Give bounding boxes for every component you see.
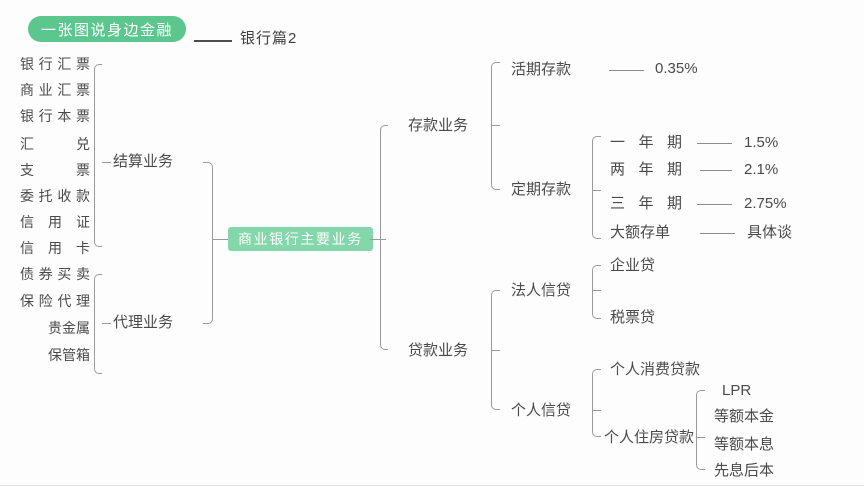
agency-item-2: 贵金属 bbox=[48, 320, 90, 336]
loan-branch-label: 贷款业务 bbox=[408, 342, 469, 359]
left-group-stub bbox=[213, 239, 228, 240]
left-group-bracket bbox=[203, 162, 213, 324]
center-node: 商业银行主要业务 bbox=[228, 227, 373, 251]
corporate-item-1: 税票贷 bbox=[610, 309, 656, 326]
personal-credit-stub bbox=[592, 410, 601, 411]
corporate-credit-items-bracket bbox=[592, 265, 601, 319]
time-term-2-rate: 2.75% bbox=[744, 195, 787, 212]
settlement-item-6: 信用证 bbox=[20, 214, 90, 230]
mortgage-item-1: 等额本金 bbox=[714, 408, 775, 425]
time-term-2-connector bbox=[697, 204, 732, 205]
time-term-3-rate: 具体谈 bbox=[747, 224, 793, 241]
agency-stub bbox=[102, 323, 111, 324]
time-term-1-rate: 2.1% bbox=[744, 161, 779, 178]
personal-consumer-loan-label: 个人消费贷款 bbox=[610, 361, 701, 378]
loan-stub bbox=[491, 350, 500, 351]
time-term-2-label: 三年期 bbox=[610, 195, 682, 212]
mortgage-item-0: LPR bbox=[722, 382, 752, 399]
loan-children-bracket bbox=[491, 290, 500, 410]
time-term-3-connector bbox=[700, 233, 735, 234]
mortgage-item-3: 先息后本 bbox=[714, 462, 775, 479]
center-right-bracket bbox=[380, 125, 388, 350]
demand-deposit-connector bbox=[609, 70, 644, 71]
settlement-stub bbox=[102, 162, 111, 163]
demand-deposit-rate: 0.35% bbox=[655, 60, 698, 77]
title-badge: 一张图说身边金融 bbox=[28, 16, 187, 42]
settlement-branch-label: 结算业务 bbox=[113, 153, 174, 170]
mortgage-items-bracket bbox=[696, 390, 705, 470]
settlement-item-4: 支票 bbox=[20, 162, 90, 178]
time-deposit-terms-bracket bbox=[592, 136, 601, 239]
agency-items-bracket bbox=[94, 274, 102, 374]
settlement-item-0: 银行汇票 bbox=[20, 56, 90, 72]
mortgage-item-2: 等额本息 bbox=[714, 436, 775, 453]
title-dash-icon bbox=[194, 40, 232, 42]
corporate-item-0: 企业贷 bbox=[610, 257, 656, 274]
personal-credit-label: 个人信贷 bbox=[511, 402, 572, 419]
settlement-item-1: 商业汇票 bbox=[20, 82, 90, 98]
title-subtitle: 银行篇2 bbox=[240, 30, 298, 47]
agency-item-3: 保管箱 bbox=[48, 347, 90, 363]
mortgage-stub bbox=[696, 437, 705, 438]
time-term-0-label: 一年期 bbox=[610, 134, 682, 151]
deposit-stub bbox=[491, 125, 500, 126]
settlement-item-2: 银行本票 bbox=[20, 108, 90, 124]
settlement-items-bracket bbox=[94, 64, 102, 247]
demand-deposit-label: 活期存款 bbox=[511, 61, 572, 78]
corporate-credit-stub bbox=[592, 290, 601, 291]
time-term-0-connector bbox=[697, 143, 732, 144]
time-deposit-label: 定期存款 bbox=[511, 181, 572, 198]
corporate-credit-label: 法人信贷 bbox=[511, 282, 572, 299]
agency-branch-label: 代理业务 bbox=[113, 314, 174, 331]
time-term-1-connector bbox=[700, 170, 732, 171]
personal-credit-items-bracket bbox=[592, 369, 601, 437]
time-term-1-label: 两年期 bbox=[610, 161, 682, 178]
time-deposit-stub bbox=[592, 190, 601, 191]
settlement-item-5: 委托收款 bbox=[20, 188, 90, 204]
deposit-branch-label: 存款业务 bbox=[408, 117, 469, 134]
center-right-stub bbox=[370, 239, 386, 240]
time-term-3-label: 大额存单 bbox=[610, 224, 671, 241]
deposit-children-bracket bbox=[491, 62, 500, 190]
agency-item-0: 债券买卖 bbox=[20, 266, 90, 282]
time-term-0-rate: 1.5% bbox=[744, 134, 779, 151]
settlement-item-3: 汇兑 bbox=[20, 136, 90, 152]
agency-item-1: 保险代理 bbox=[20, 293, 90, 309]
personal-mortgage-label: 个人住房贷款 bbox=[604, 429, 695, 446]
settlement-item-7: 信用卡 bbox=[20, 240, 90, 256]
